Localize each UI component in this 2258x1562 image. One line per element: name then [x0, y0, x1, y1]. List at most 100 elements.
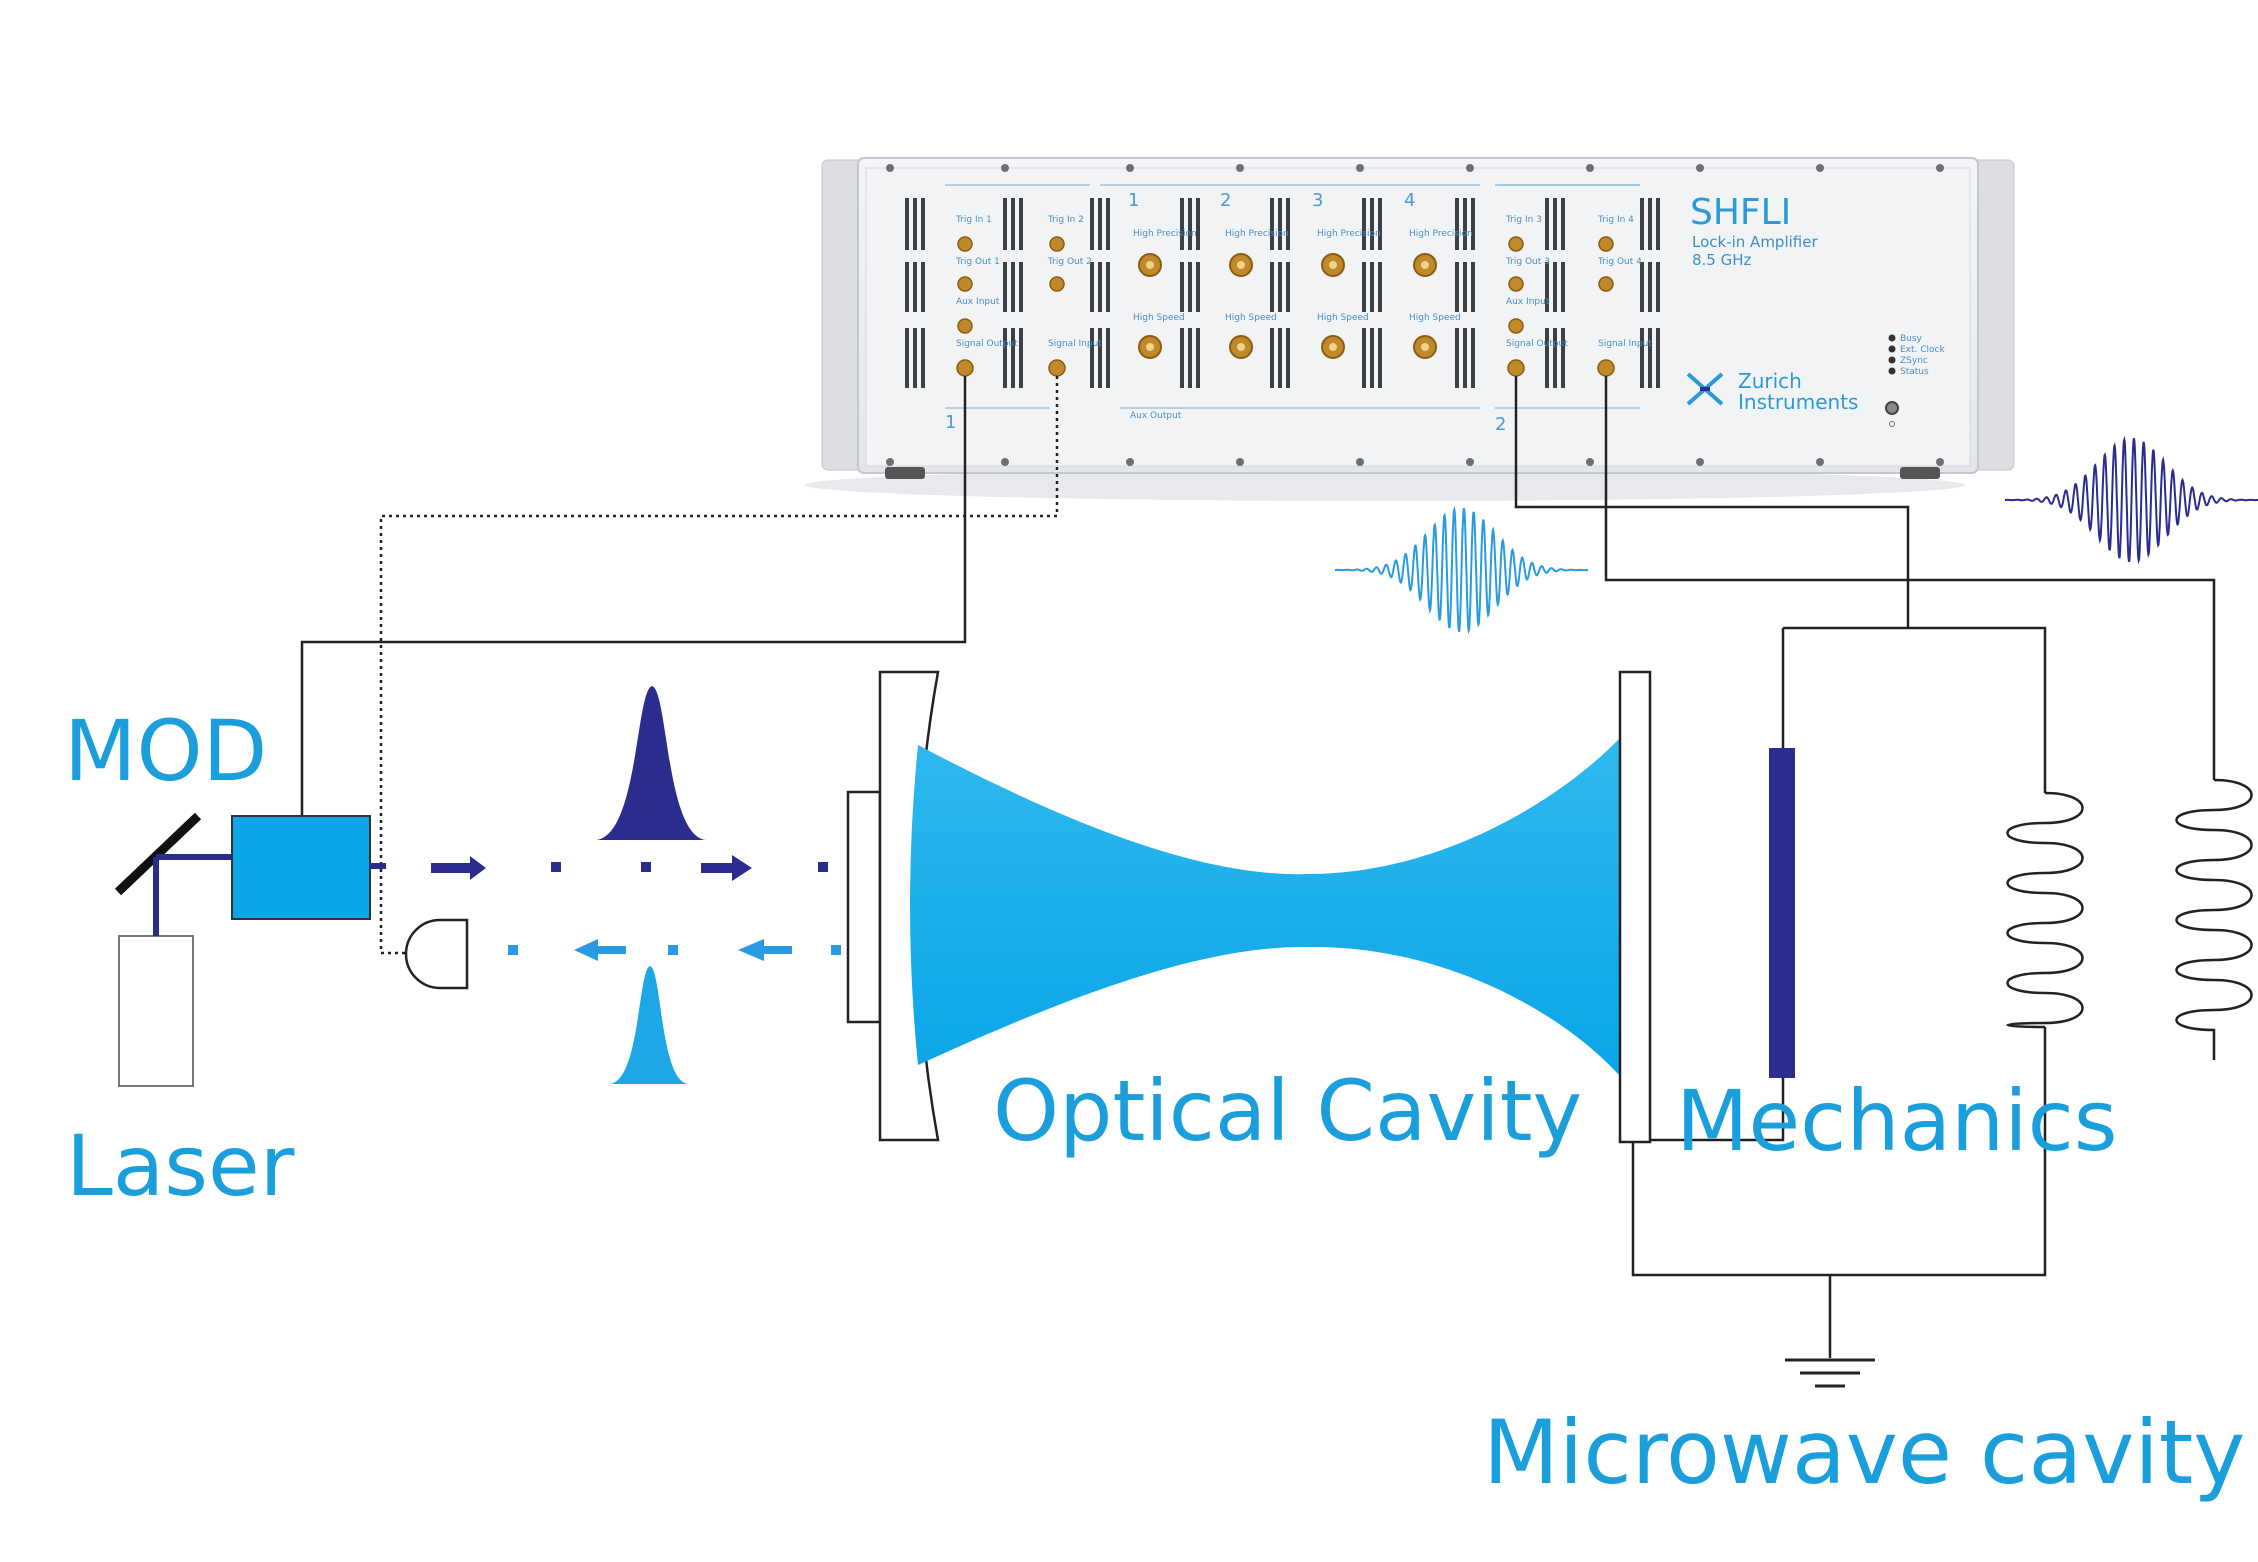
- modulator-box: [231, 815, 371, 920]
- screw-icon: [1466, 164, 1474, 172]
- screw-icon: [1356, 458, 1364, 466]
- vent-slot: [1370, 262, 1374, 312]
- vent-slot: [1378, 198, 1382, 250]
- signal-output-2-label: Signal Output: [1506, 339, 1568, 349]
- vent-slot: [1106, 262, 1110, 312]
- led-zsync-label: ZSync: [1900, 356, 1928, 366]
- signal-output-1-label: Signal Output: [956, 339, 1018, 349]
- channel-3-number: 3: [1312, 190, 1323, 211]
- return-arrow-icon: [738, 939, 792, 961]
- trig-out-1-label: Trig Out 1: [955, 257, 1000, 267]
- vent-slot: [1545, 198, 1549, 250]
- aux-input-1-connector[interactable]: [957, 318, 973, 334]
- power-button[interactable]: [1885, 401, 1899, 415]
- vent-slot: [1553, 328, 1557, 388]
- laser-box: [118, 935, 194, 1087]
- group-2-ports: Trig In 3 Trig Out 3 Aux Input Signal Ou…: [1505, 215, 1652, 377]
- vent-slot: [1011, 262, 1015, 312]
- screw-icon: [1001, 458, 1009, 466]
- vent-slot: [1011, 328, 1015, 388]
- vent-slot: [1640, 262, 1644, 312]
- trig-out-3-label: Trig Out 3: [1505, 257, 1550, 267]
- zurich-instruments-logo-icon: [1686, 372, 1724, 406]
- vent-slot: [1019, 262, 1023, 312]
- screw-icon: [1696, 458, 1704, 466]
- signal-input-2-label: Signal Input: [1598, 339, 1652, 349]
- screw-icon: [886, 164, 894, 172]
- inductor-coil-icon: [2006, 791, 2084, 1029]
- optical-cavity-label: Optical Cavity: [993, 1062, 1582, 1160]
- vent-slot: [1640, 328, 1644, 388]
- vent-slot: [1656, 198, 1660, 250]
- signal-input-1-label: Signal Input: [1048, 339, 1102, 349]
- aux-input-2-label: Aux Input: [1506, 297, 1550, 307]
- channel-1: High Precision High Speed: [1133, 229, 1197, 359]
- trig-out-2-connector[interactable]: [1049, 276, 1065, 292]
- pickup-coil-icon: [2175, 778, 2253, 1060]
- vent-slot: [1180, 328, 1184, 388]
- vent-slot: [913, 198, 917, 250]
- vent-slot: [1545, 328, 1549, 388]
- mechanics-label: Mechanics: [1676, 1072, 2118, 1170]
- vent-slot: [1561, 198, 1565, 250]
- laser-label: Laser: [66, 1117, 295, 1215]
- trig-out-2-label: Trig Out 2: [1047, 257, 1092, 267]
- vent-slot: [1090, 262, 1094, 312]
- aux-input-2-connector[interactable]: [1508, 318, 1524, 334]
- mod-label: MOD: [64, 702, 267, 800]
- screw-icon: [1936, 458, 1944, 466]
- signal-output-2-connector[interactable]: [1507, 359, 1525, 377]
- trig-out-4-connector[interactable]: [1598, 276, 1614, 292]
- signal-input-1-connector[interactable]: [1048, 359, 1066, 377]
- ground-icon: [1785, 1358, 1875, 1388]
- vent-slot: [1648, 328, 1652, 388]
- trig-out-1-connector[interactable]: [957, 276, 973, 292]
- screw-icon: [1696, 164, 1704, 172]
- vent-slot: [913, 262, 917, 312]
- screw-icon: [1936, 164, 1944, 172]
- microwave-cavity-label: Microwave cavity: [1483, 1401, 2245, 1504]
- vent-slot: [1656, 262, 1660, 312]
- group-1-number: 1: [945, 412, 956, 433]
- led-status-label: Status: [1900, 367, 1929, 377]
- vent-slot: [921, 328, 925, 388]
- input-pulse-icon: [596, 686, 706, 840]
- vent-slot: [1011, 198, 1015, 250]
- screw-icon: [1816, 458, 1824, 466]
- vent-slot: [1278, 198, 1282, 250]
- vent-slot: [921, 198, 925, 250]
- trig-in-1-connector[interactable]: [957, 236, 973, 252]
- vent-slot: [1098, 328, 1102, 388]
- channel-3-bottom-label: High Speed: [1317, 313, 1369, 323]
- microwave-pulse-dark-icon: [2005, 435, 2258, 565]
- channel-4-top-label: High Precision: [1409, 229, 1473, 239]
- screw-icon: [1356, 164, 1364, 172]
- vent-slot: [1362, 262, 1366, 312]
- channel-2: High Precision High Speed: [1225, 229, 1289, 359]
- trig-out-3-connector[interactable]: [1508, 276, 1524, 292]
- channel-3-top-label: High Precision: [1317, 229, 1381, 239]
- aux-input-1-label: Aux Input: [956, 297, 1000, 307]
- vent-slot: [1463, 262, 1467, 312]
- forward-beam: [431, 855, 828, 881]
- led-busy-label: Busy: [1900, 334, 1923, 344]
- vent-slot: [1106, 328, 1110, 388]
- vent-slot: [1463, 328, 1467, 388]
- trig-in-2-connector[interactable]: [1049, 236, 1065, 252]
- screw-icon: [1816, 164, 1824, 172]
- trig-in-3-connector[interactable]: [1508, 236, 1524, 252]
- signal-output-1-connector[interactable]: [956, 359, 974, 377]
- vent-slot: [1003, 262, 1007, 312]
- signal-input-2-connector[interactable]: [1597, 359, 1615, 377]
- status-leds: Busy Ext. Clock ZSync Status: [1888, 334, 1946, 377]
- screw-icon: [1586, 164, 1594, 172]
- instrument-model: SHFLI: [1690, 192, 1791, 233]
- trig-in-4-connector[interactable]: [1598, 236, 1614, 252]
- group-2-number: 2: [1495, 414, 1506, 435]
- screw-icon: [1236, 458, 1244, 466]
- vent-slot: [1196, 198, 1200, 250]
- vent-slot: [905, 262, 909, 312]
- trig-out-4-label: Trig Out 4: [1597, 257, 1642, 267]
- vent-slot: [1553, 262, 1557, 312]
- microwave-pulse-light-icon: [1335, 505, 1588, 635]
